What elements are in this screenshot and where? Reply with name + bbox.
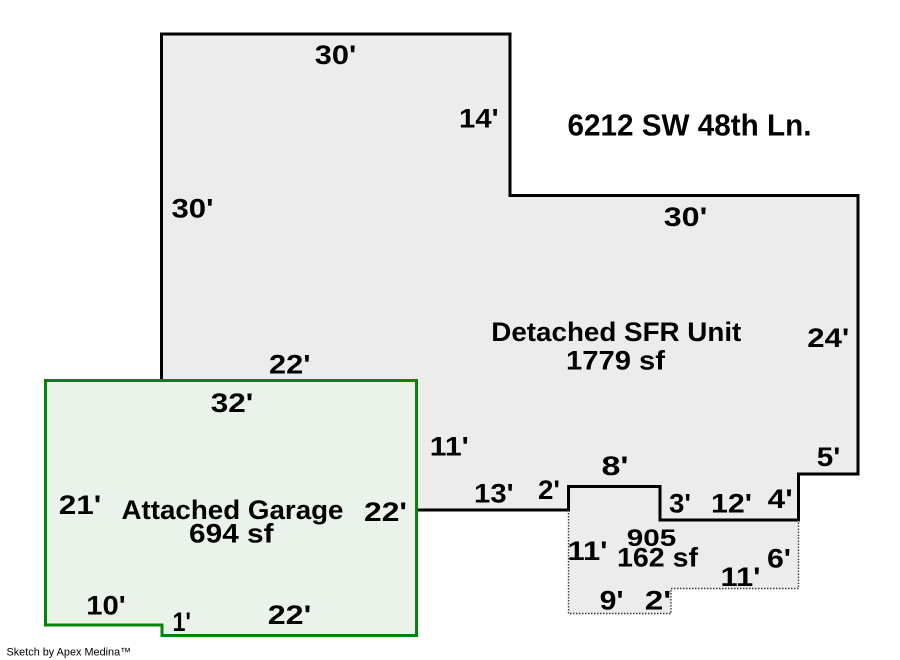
svg-text:9': 9' xyxy=(600,586,624,616)
svg-text:2': 2' xyxy=(645,586,672,616)
svg-text:162 sf: 162 sf xyxy=(617,543,699,573)
svg-text:6212 SW 48th Ln.: 6212 SW 48th Ln. xyxy=(568,108,812,143)
svg-text:30': 30' xyxy=(664,202,708,232)
svg-text:22': 22' xyxy=(364,497,407,527)
svg-text:11': 11' xyxy=(430,432,469,462)
svg-text:11': 11' xyxy=(721,562,761,592)
svg-text:2': 2' xyxy=(538,475,560,505)
svg-text:13': 13' xyxy=(474,479,514,509)
svg-text:5': 5' xyxy=(817,442,841,472)
svg-text:Attached Garage: Attached Garage xyxy=(122,495,344,525)
svg-text:12': 12' xyxy=(711,489,752,519)
svg-text:11': 11' xyxy=(568,536,608,566)
svg-text:6': 6' xyxy=(767,544,791,574)
svg-text:1779 sf: 1779 sf xyxy=(566,346,666,376)
svg-text:Sketch by Apex Medina™: Sketch by Apex Medina™ xyxy=(7,647,132,659)
svg-text:30': 30' xyxy=(172,194,214,224)
svg-text:1': 1' xyxy=(172,607,191,637)
svg-text:21': 21' xyxy=(59,490,102,520)
svg-text:3': 3' xyxy=(669,489,691,519)
svg-text:694 sf: 694 sf xyxy=(189,519,275,549)
svg-text:32': 32' xyxy=(211,388,254,418)
svg-text:30': 30' xyxy=(315,40,357,70)
svg-text:4': 4' xyxy=(768,484,793,514)
svg-text:22': 22' xyxy=(268,600,312,630)
svg-text:22': 22' xyxy=(269,349,311,379)
svg-text:8': 8' xyxy=(602,451,629,481)
svg-text:14': 14' xyxy=(459,104,499,134)
svg-text:905: 905 xyxy=(627,525,677,552)
svg-text:10': 10' xyxy=(86,591,126,621)
svg-text:Detached SFR Unit: Detached SFR Unit xyxy=(491,317,741,347)
svg-text:24': 24' xyxy=(807,323,849,353)
